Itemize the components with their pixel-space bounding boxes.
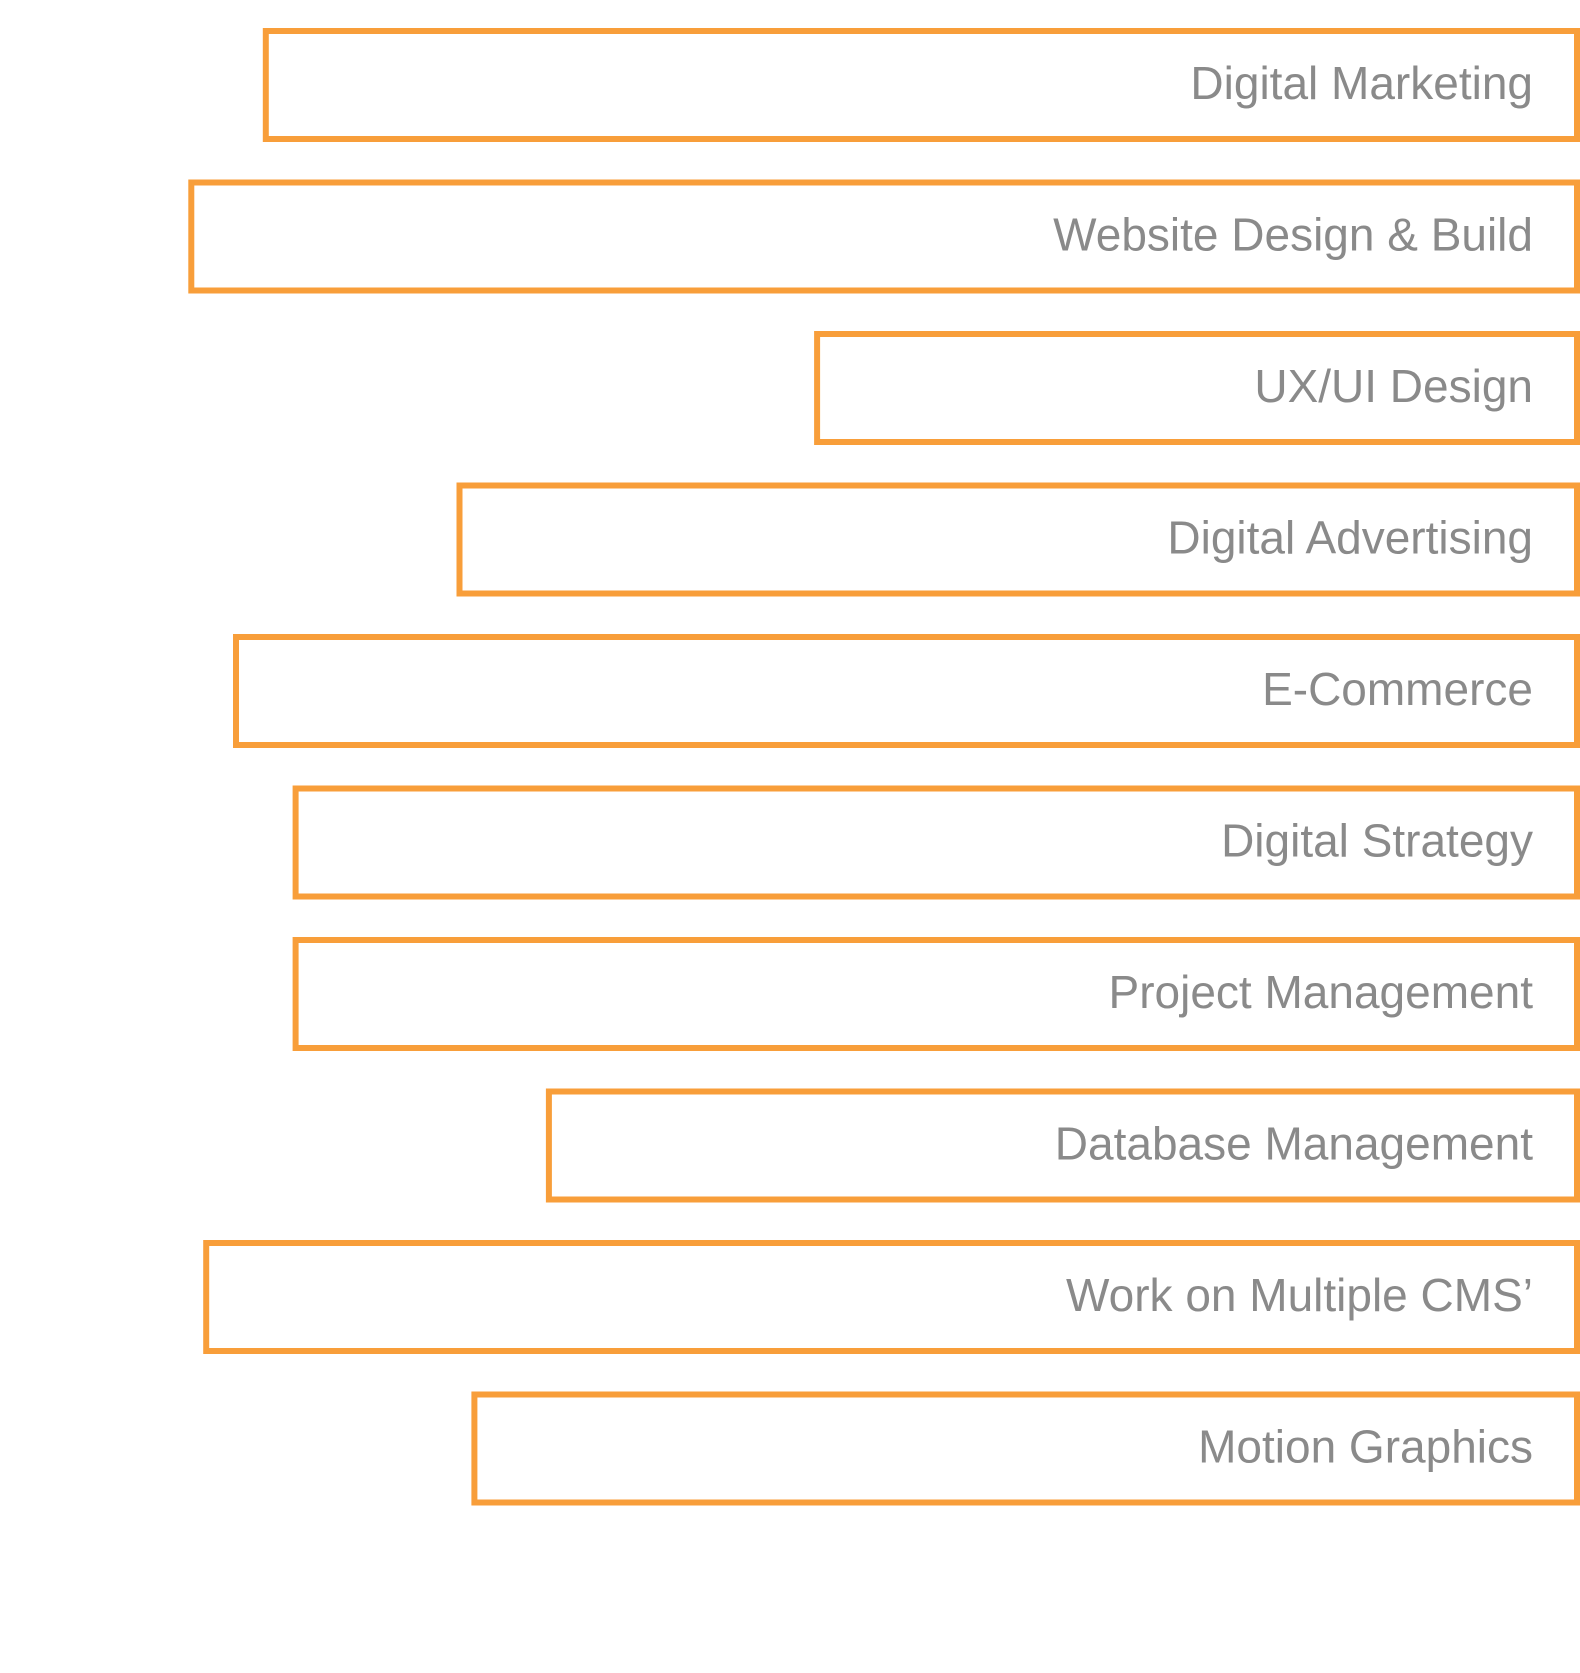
bars-group: [188, 28, 1580, 1506]
bar-label-7: Database Management: [1055, 1118, 1533, 1170]
bar-8: [203, 1240, 1580, 1354]
bar-0: [262, 28, 1580, 142]
bar-2: [814, 331, 1580, 445]
bar-label-5: Digital Strategy: [1221, 815, 1533, 867]
bar-1: [188, 179, 1580, 294]
bar-9: [471, 1391, 1580, 1506]
bar-label-1: Website Design & Build: [1053, 209, 1533, 261]
bar-label-3: Digital Advertising: [1167, 512, 1533, 564]
bar-4: [233, 634, 1580, 748]
bar-label-2: UX/UI Design: [1254, 360, 1533, 412]
bar-label-0: Digital Marketing: [1190, 57, 1533, 109]
bar-label-6: Project Management: [1109, 966, 1534, 1018]
bar-6: [292, 937, 1580, 1051]
bar-5: [292, 785, 1580, 900]
bar-label-8: Work on Multiple CMS’: [1066, 1269, 1533, 1321]
bar-label-9: Motion Graphics: [1198, 1421, 1533, 1473]
bar-3: [456, 482, 1580, 597]
bar-label-4: E-Commerce: [1262, 663, 1533, 715]
bar-7: [545, 1088, 1580, 1203]
